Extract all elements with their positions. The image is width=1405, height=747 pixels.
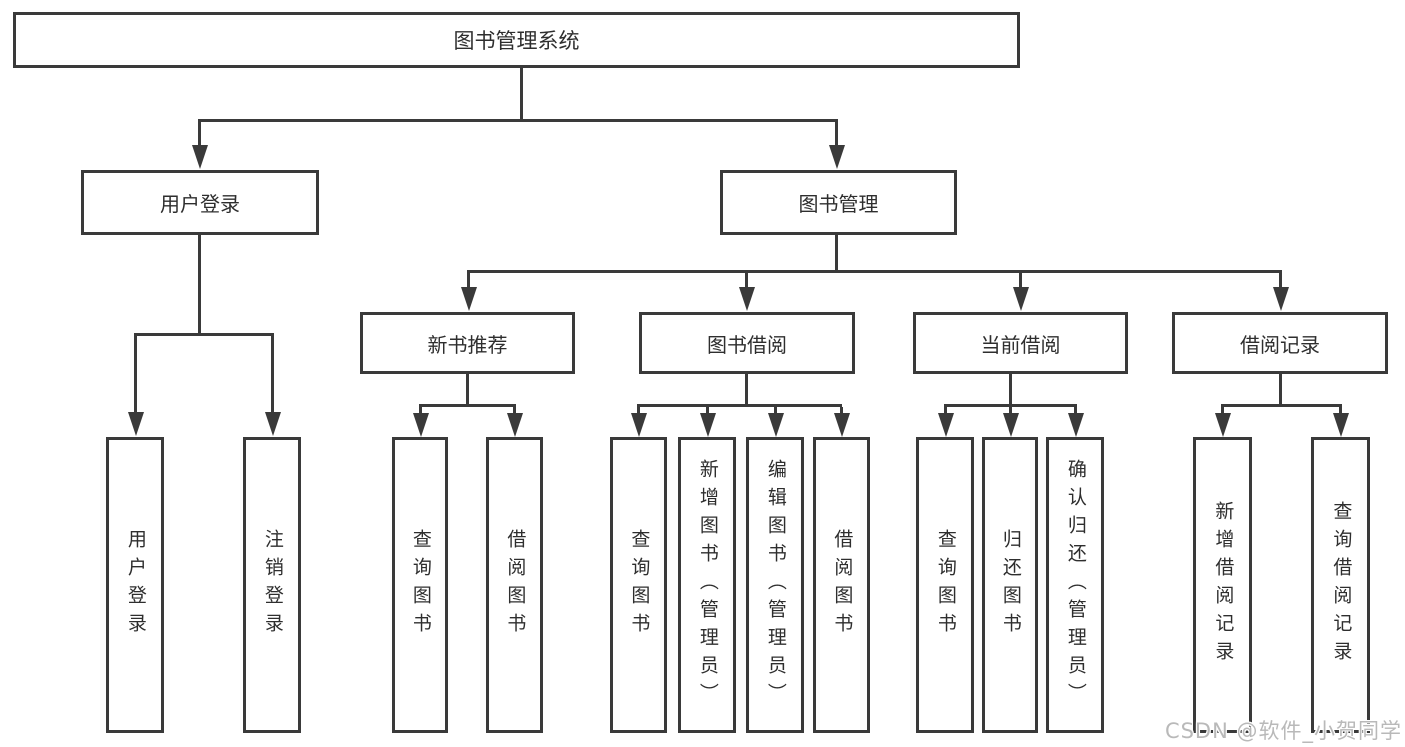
node-borrow-records: 借阅记录 (1172, 312, 1388, 374)
leaf-logout-login: 注销登录 (243, 437, 301, 733)
arrow-down-icon (467, 273, 470, 287)
arrow-down-icon (1279, 273, 1282, 287)
arrow-down-icon (1009, 407, 1012, 413)
arrow-down-icon (1221, 407, 1224, 413)
arrow-down-icon (706, 407, 709, 413)
arrow-down-icon (840, 407, 843, 413)
arrow-down-icon (1019, 273, 1022, 287)
arrow-down-icon (1339, 407, 1342, 413)
connector-root-stem (520, 66, 523, 121)
leaf-query-borrow-record: 查询借阅记录 (1311, 437, 1370, 733)
node-new-book-recommend: 新书推荐 (360, 312, 575, 374)
leaf-borrow-book-recommend: 借阅图书 (486, 437, 543, 733)
leaf-edit-book-admin: 编辑图书（管理员） (746, 437, 804, 733)
connector-user-login-branch (134, 333, 274, 336)
leaf-return-book: 归还图书 (982, 437, 1038, 733)
node-current-borrow: 当前借阅 (913, 312, 1128, 374)
arrow-down-icon (1074, 407, 1077, 413)
connector-book-borrow-stem (745, 374, 748, 406)
arrow-down-icon (513, 407, 516, 413)
connector-borrow-records-stem (1279, 374, 1282, 406)
leaf-add-book-admin: 新增图书（管理员） (678, 437, 736, 733)
arrow-down-icon (835, 121, 838, 145)
arrow-down-icon (271, 336, 274, 412)
node-user-login: 用户登录 (81, 170, 319, 235)
arrow-down-icon (134, 336, 137, 412)
connector-book-management-stem (835, 235, 838, 272)
arrow-down-icon (637, 407, 640, 413)
connector-book-management-branch (467, 270, 1282, 273)
connector-user-login-stem (198, 235, 201, 335)
connector-current-borrow-branch (944, 404, 1077, 407)
arrow-down-icon (944, 407, 947, 413)
leaf-borrow-book: 借阅图书 (813, 437, 870, 733)
node-library-management-system: 图书管理系统 (13, 12, 1020, 68)
node-book-management: 图书管理 (720, 170, 957, 235)
leaf-query-book-current: 查询图书 (916, 437, 974, 733)
leaf-query-book-borrow: 查询图书 (610, 437, 667, 733)
arrow-down-icon (745, 273, 748, 287)
connector-borrow-records-branch (1221, 404, 1342, 407)
leaf-confirm-return-admin: 确认归还（管理员） (1046, 437, 1104, 733)
connector-root-branch (198, 119, 838, 122)
node-book-borrow: 图书借阅 (639, 312, 855, 374)
connector-book-borrow-branch (637, 404, 842, 407)
connector-new-book-stem (466, 374, 469, 406)
arrow-down-icon (774, 407, 777, 413)
csdn-watermark: CSDN @软件_小贺同学 (1164, 719, 1402, 743)
arrow-down-icon (419, 407, 422, 413)
leaf-add-borrow-record: 新增借阅记录 (1193, 437, 1252, 733)
leaf-user-login: 用户登录 (106, 437, 164, 733)
connector-current-borrow-stem (1009, 374, 1012, 406)
arrow-down-icon (198, 121, 201, 145)
leaf-query-book-recommend: 查询图书 (392, 437, 448, 733)
connector-new-book-branch (419, 404, 516, 407)
